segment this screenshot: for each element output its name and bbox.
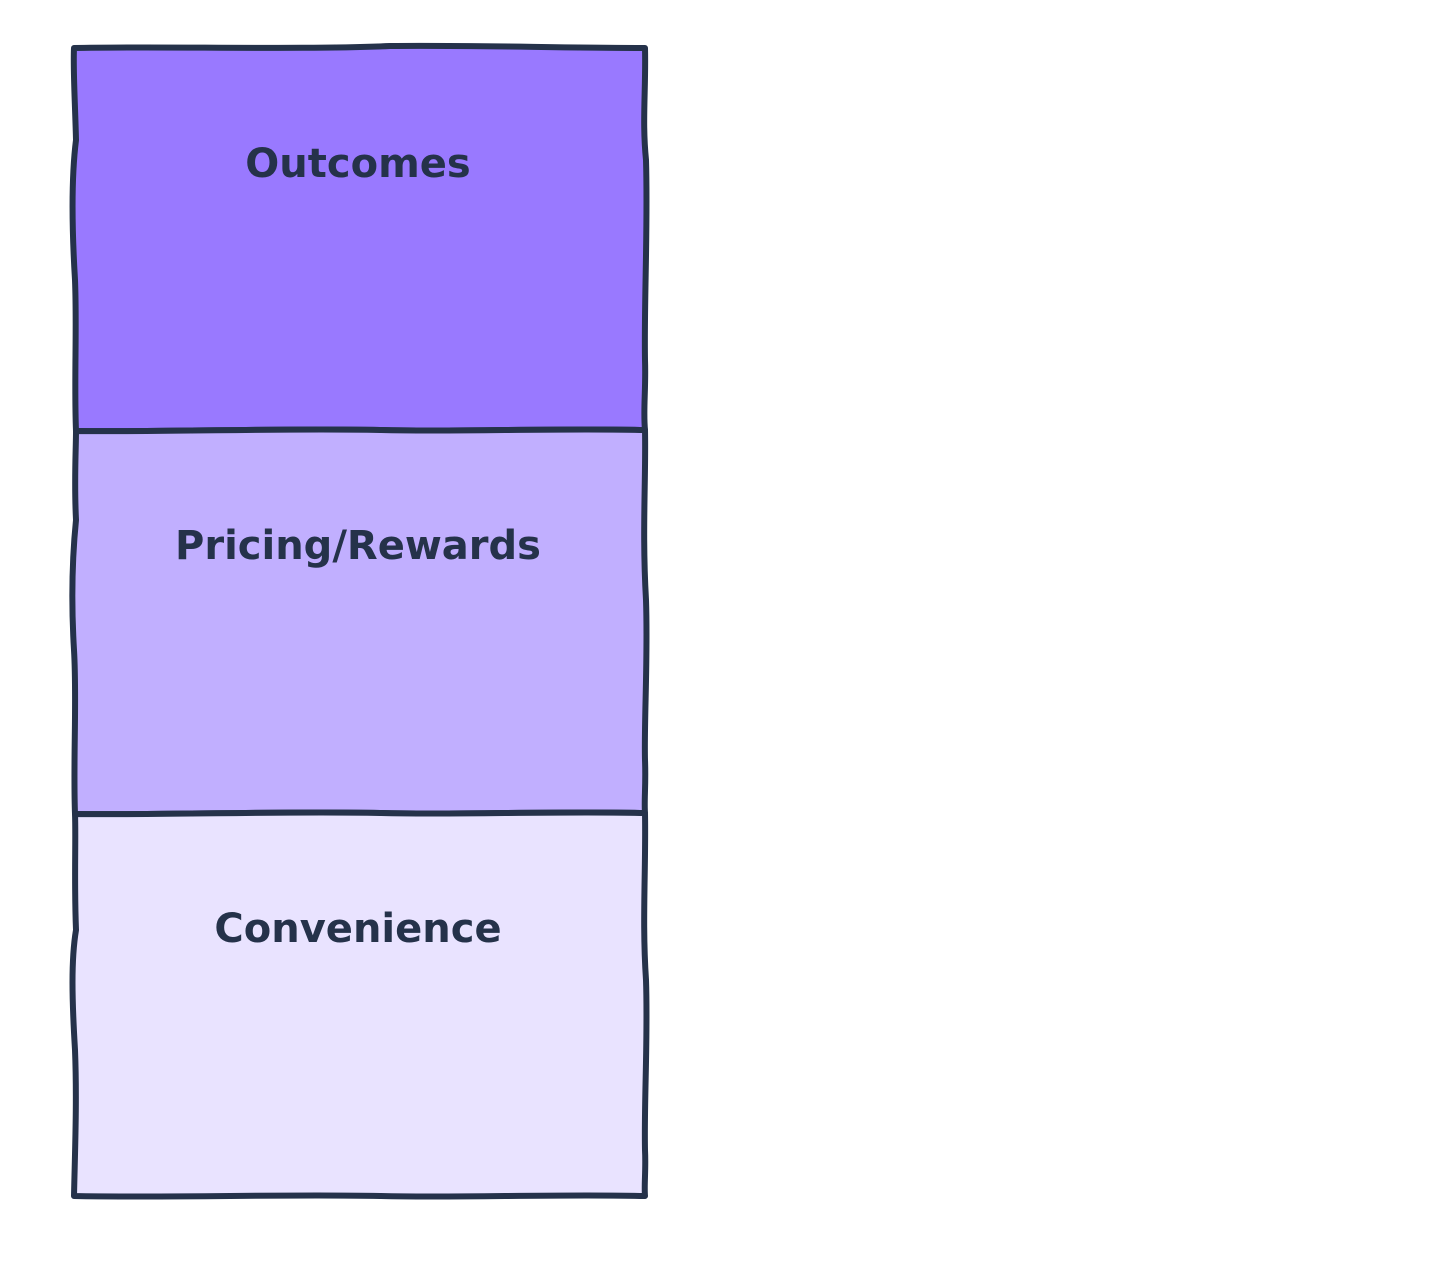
block-pricing-rewards-label: Pricing/Rewards [175, 523, 541, 569]
block-pricing-rewards: Pricing/Rewards [69, 426, 650, 818]
block-outcomes-label: Outcomes [245, 141, 470, 187]
block-convenience-label: Convenience [214, 906, 501, 952]
block-pricing-rewards-shape [69, 426, 650, 818]
block-convenience-shape [69, 809, 650, 1200]
block-convenience: Convenience [69, 809, 650, 1200]
block-outcomes-shape [69, 42, 650, 435]
block-outcomes: Outcomes [69, 42, 650, 435]
